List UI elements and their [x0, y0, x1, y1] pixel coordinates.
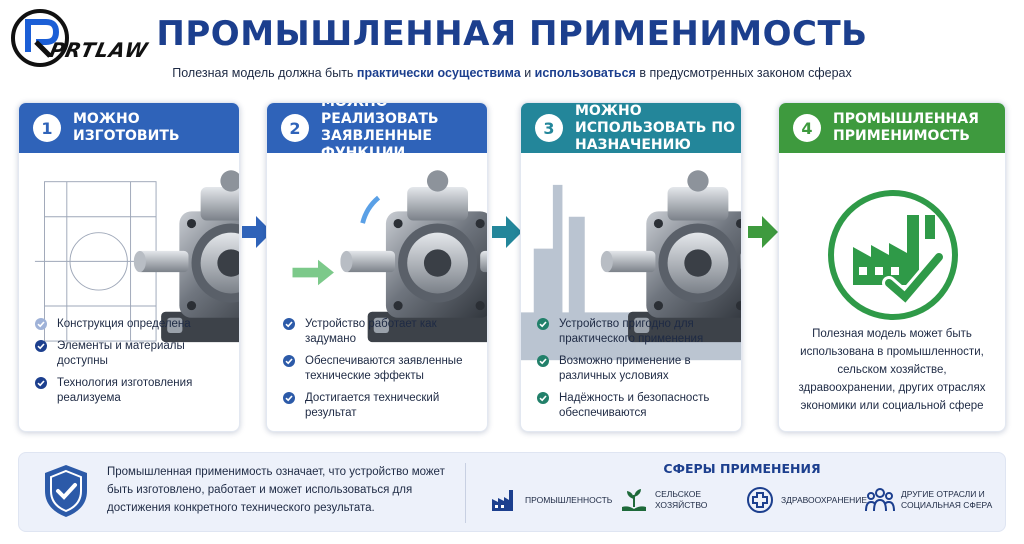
summary-panel: Промышленная применимость означает, что …: [18, 452, 1006, 532]
card-header: 4 ПРОМЫШЛЕННАЯ ПРИМЕНИМОСТЬ: [779, 103, 1005, 153]
step-number: 1: [33, 114, 61, 142]
factory-icon: [492, 490, 513, 511]
list-item: Элементы и материалы доступны: [35, 339, 231, 369]
card-title: МОЖНО ИСПОЛЬЗОВАТЬ ПО НАЗНАЧЕНИЮ: [575, 102, 735, 153]
logo-mark-icon: [11, 9, 69, 67]
step-card-4: 4 ПРОМЫШЛЕННАЯ ПРИМЕНИМОСТЬ Полезная мод…: [778, 102, 1006, 432]
list-item: Конструкция определена: [35, 317, 231, 332]
sphere-other-social: ДРУГИЕ ОТРАСЛИ И СОЦИАЛЬНАЯ СФЕРА: [865, 485, 1005, 515]
step-number: 3: [535, 114, 563, 142]
arrow-right-icon: [492, 216, 522, 248]
card-title: МОЖНО РЕАЛИЗОВАТЬ ЗАЯВЛЕННЫЕ ФУНКЦИИ: [321, 102, 439, 161]
plant-hands-icon: [622, 489, 646, 511]
company-logo: PRTLAW: [10, 8, 151, 68]
people-group-icon: [865, 488, 895, 512]
divider: [465, 463, 466, 523]
card-header: 1 МОЖНО ИЗГОТОВИТЬ: [19, 103, 239, 153]
spheres-title: СФЕРЫ ПРИМЕНЕНИЯ: [663, 461, 821, 476]
step-number: 4: [793, 114, 821, 142]
list-item: Технология изготовления реализуема: [35, 376, 231, 406]
gearbox-rotation-image: [292, 170, 487, 343]
step-card-3: 3 МОЖНО ИСПОЛЬЗОВАТЬ ПО НАЗНАЧЕНИЮ Устро…: [520, 102, 742, 432]
logo-text: PRTLAW: [47, 38, 151, 62]
list-item: Надёжность и безопасность обеспечиваются: [537, 391, 733, 421]
card-header: 2 МОЖНО РЕАЛИЗОВАТЬ ЗАЯВЛЕННЫЕ ФУНКЦИИ: [267, 103, 487, 161]
list-item: Обеспечиваются заявленные технические эф…: [283, 354, 479, 384]
card-header: 3 МОЖНО ИСПОЛЬЗОВАТЬ ПО НАЗНАЧЕНИЮ: [521, 103, 741, 153]
shield-check-icon: [45, 465, 87, 517]
arrow-right-icon: [242, 216, 272, 248]
list-item: Устройство пригодно для практического пр…: [537, 317, 733, 347]
industrial-plant-image: [521, 153, 741, 408]
list-item: Возможно применение в различных условиях: [537, 354, 733, 384]
card-title: МОЖНО ИЗГОТОВИТЬ: [73, 111, 180, 144]
card-title: ПРОМЫШЛЕННАЯ ПРИМЕНИМОСТЬ: [833, 111, 979, 144]
summary-text: Промышленная применимость означает, что …: [107, 466, 445, 514]
step-card-1: 1 МОЖНО ИЗГОТОВИТЬ Конструкция определен…: [18, 102, 240, 432]
medical-cross-icon: [747, 487, 773, 513]
arrow-right-icon: [748, 216, 778, 248]
card-description: Полезная модель может быть использована …: [798, 328, 986, 412]
page-subtitle: Полезная модель должна быть практически …: [172, 66, 852, 80]
list-item: Устройство работает как задумано: [283, 317, 479, 347]
sphere-industry: ПРОМЫШЛЕННОСТЬ: [489, 485, 612, 515]
gearbox-drawing-image: [34, 170, 239, 343]
factory-check-icon: [828, 190, 958, 320]
page-title: ПРОМЫШЛЕННАЯ ПРИМЕНИМОСТЬ: [156, 14, 868, 54]
list-item: Достигается технический результат: [283, 391, 479, 421]
sphere-healthcare: ЗДРАВООХРАНЕНИЕ: [745, 485, 867, 515]
step-number: 2: [281, 114, 309, 142]
sphere-agriculture: СЕЛЬСКОЕ ХОЗЯЙСТВО: [619, 485, 729, 515]
step-card-2: 2 МОЖНО РЕАЛИЗОВАТЬ ЗАЯВЛЕННЫЕ ФУНКЦИИ У…: [266, 102, 488, 432]
